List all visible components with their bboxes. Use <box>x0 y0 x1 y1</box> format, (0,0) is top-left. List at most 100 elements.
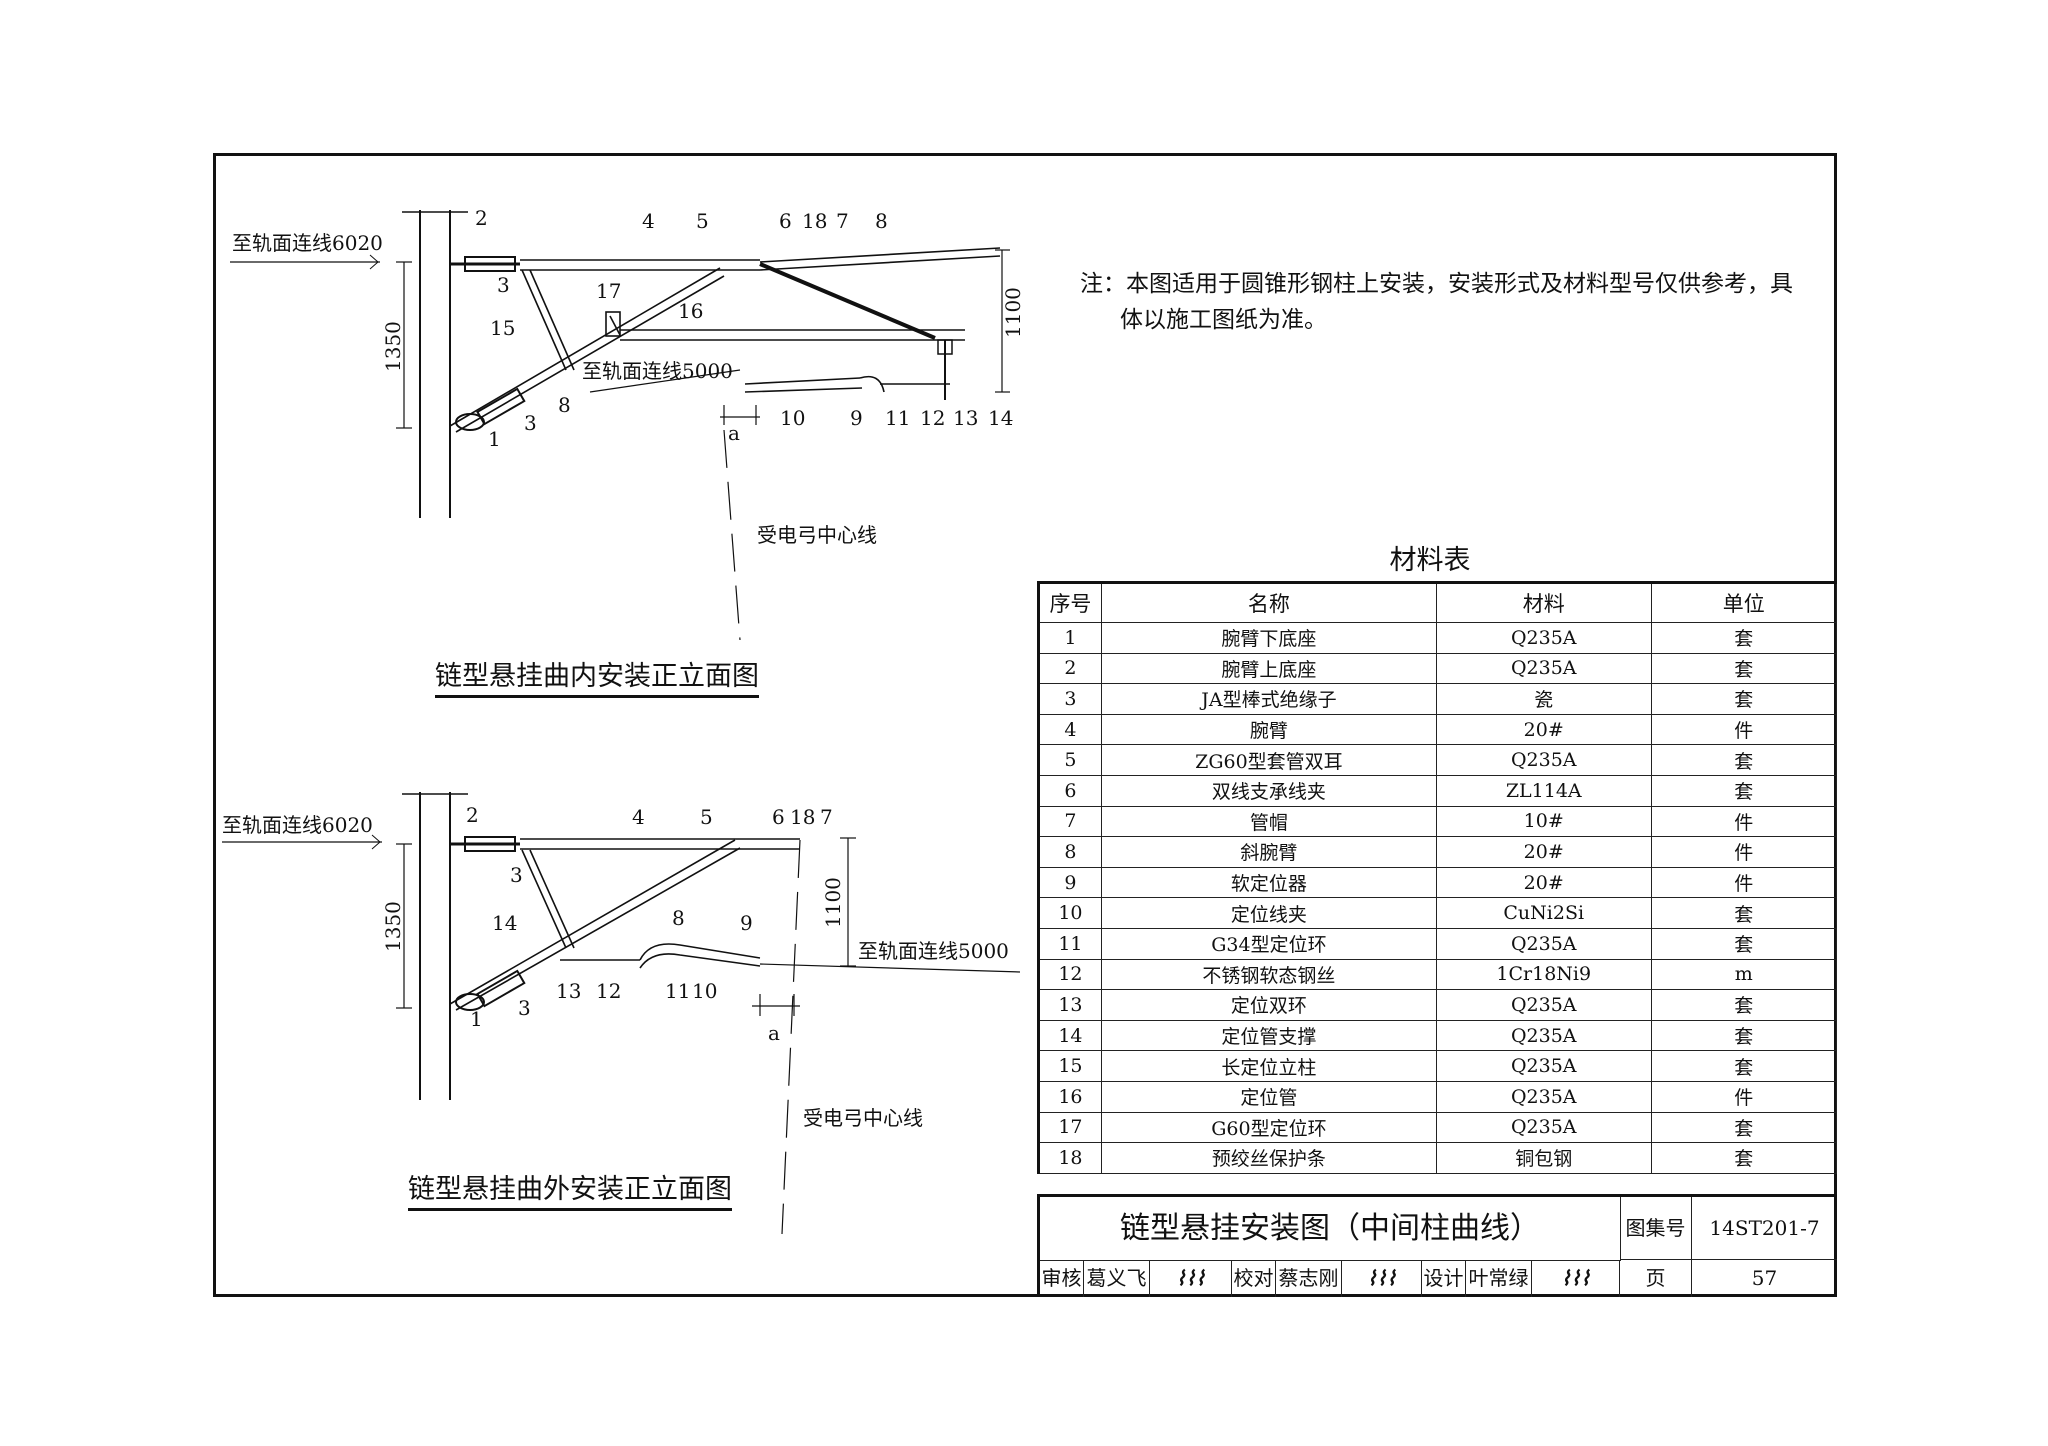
table-cell: 6 <box>1038 774 1102 807</box>
callout: 11 <box>885 406 910 430</box>
table-cell: Q235A <box>1435 1050 1652 1082</box>
table-cell: 预绞丝保护条 <box>1100 1142 1437 1174</box>
atlas-number: 14ST201-7 <box>1692 1197 1837 1260</box>
callout: 12 <box>596 979 621 1003</box>
review-name: 葛义飞 <box>1084 1260 1150 1297</box>
callout: 9 <box>740 911 753 935</box>
table-header-row: 序号 名称 材料 单位 <box>1038 582 1838 623</box>
callout: 8 <box>558 393 571 417</box>
callout: 9 <box>850 406 863 430</box>
table-cell: 套 <box>1650 744 1838 776</box>
table-cell: 管帽 <box>1100 805 1437 838</box>
table-cell: 腕臂 <box>1100 713 1437 746</box>
table-cell: m <box>1650 958 1838 991</box>
table-cell: 18 <box>1038 1142 1102 1174</box>
table-cell: 20# <box>1435 836 1652 868</box>
review-signature: ⌇⌇⌇ <box>1150 1260 1232 1297</box>
callout: 4 <box>642 209 655 233</box>
check-name: 蔡志刚 <box>1276 1260 1342 1297</box>
table-cell: 斜腕臂 <box>1100 836 1437 868</box>
table-cell: 套 <box>1650 1050 1838 1082</box>
table-cell: 腕臂下底座 <box>1100 622 1437 654</box>
dim-a: a <box>728 421 740 445</box>
callout: 10 <box>780 406 805 430</box>
table-cell: 软定位器 <box>1100 866 1437 899</box>
table-cell: Q235A <box>1435 652 1652 685</box>
table-cell: 瓷 <box>1435 683 1652 715</box>
callout: 1 <box>470 1007 483 1031</box>
table-cell: 件 <box>1650 866 1838 899</box>
table-cell: 7 <box>1038 805 1102 838</box>
diagram-outer-title: 链型悬挂曲外安装正立面图 <box>408 1175 732 1211</box>
callout: 3 <box>510 863 523 887</box>
review-label: 审核 <box>1040 1260 1084 1297</box>
table-cell: 8 <box>1038 836 1102 868</box>
table-cell: 9 <box>1038 866 1102 899</box>
table-cell: 定位双环 <box>1100 989 1437 1021</box>
callout: 2 <box>466 803 479 827</box>
table-cell: CuNi2Si <box>1435 897 1652 929</box>
table-cell: 套 <box>1650 1142 1838 1174</box>
table-cell: 1Cr18Ni9 <box>1435 958 1652 991</box>
callout: 5 <box>700 805 713 829</box>
table-cell: 16 <box>1038 1080 1102 1113</box>
callout: 3 <box>497 273 510 297</box>
table-cell: 20# <box>1435 713 1652 746</box>
label-centerline: 受电弓中心线 <box>803 1106 923 1130</box>
callout: 8 <box>672 906 685 930</box>
callout: 3 <box>518 996 531 1020</box>
table-cell: Q235A <box>1435 1019 1652 1052</box>
table-cell: 14 <box>1038 1019 1102 1052</box>
table-cell: Q235A <box>1435 744 1652 776</box>
label-rail-6020: 至轨面连线6020 <box>222 813 373 837</box>
table-cell: Q235A <box>1435 989 1652 1021</box>
callout: 1 <box>488 427 501 451</box>
callout: 14 <box>988 406 1013 430</box>
table-cell: G60型定位环 <box>1100 1111 1437 1144</box>
callout: 7 <box>836 209 849 233</box>
title-block: 链型悬挂安装图（中间柱曲线） 图集号 14ST201-7 审核 葛义飞 ⌇⌇⌇ … <box>1037 1194 1837 1297</box>
table-cell: 12 <box>1038 958 1102 991</box>
table-cell: 件 <box>1650 1080 1838 1113</box>
dim-1350: 1350 <box>381 321 405 372</box>
callout: 17 <box>596 279 621 303</box>
col-header: 名称 <box>1100 582 1437 623</box>
callout: 14 <box>492 911 517 935</box>
table-cell: 套 <box>1650 622 1838 654</box>
table-cell: 件 <box>1650 805 1838 838</box>
table-cell: G34型定位环 <box>1100 927 1437 960</box>
callout: 8 <box>875 209 888 233</box>
table-cell: 双线支承线夹 <box>1100 774 1437 807</box>
callout: 11 <box>665 979 690 1003</box>
callout: 13 <box>556 979 581 1003</box>
table-cell: 腕臂上底座 <box>1100 652 1437 685</box>
table-cell: 套 <box>1650 774 1838 807</box>
table-cell: Q235A <box>1435 927 1652 960</box>
table-cell: 件 <box>1650 836 1838 868</box>
diagram-inner-title: 链型悬挂曲内安装正立面图 <box>435 662 759 698</box>
table-cell: 套 <box>1650 897 1838 929</box>
table-cell: 4 <box>1038 713 1102 746</box>
table-cell: 17 <box>1038 1111 1102 1144</box>
table-cell: 不锈钢软态钢丝 <box>1100 958 1437 991</box>
callout: 10 <box>692 979 717 1003</box>
table-cell: ZL114A <box>1435 774 1652 807</box>
table-cell: Q235A <box>1435 622 1652 654</box>
page-label: 页 <box>1620 1260 1692 1297</box>
table-cell: JA型棒式绝缘子 <box>1100 683 1437 715</box>
table-cell: 13 <box>1038 989 1102 1021</box>
